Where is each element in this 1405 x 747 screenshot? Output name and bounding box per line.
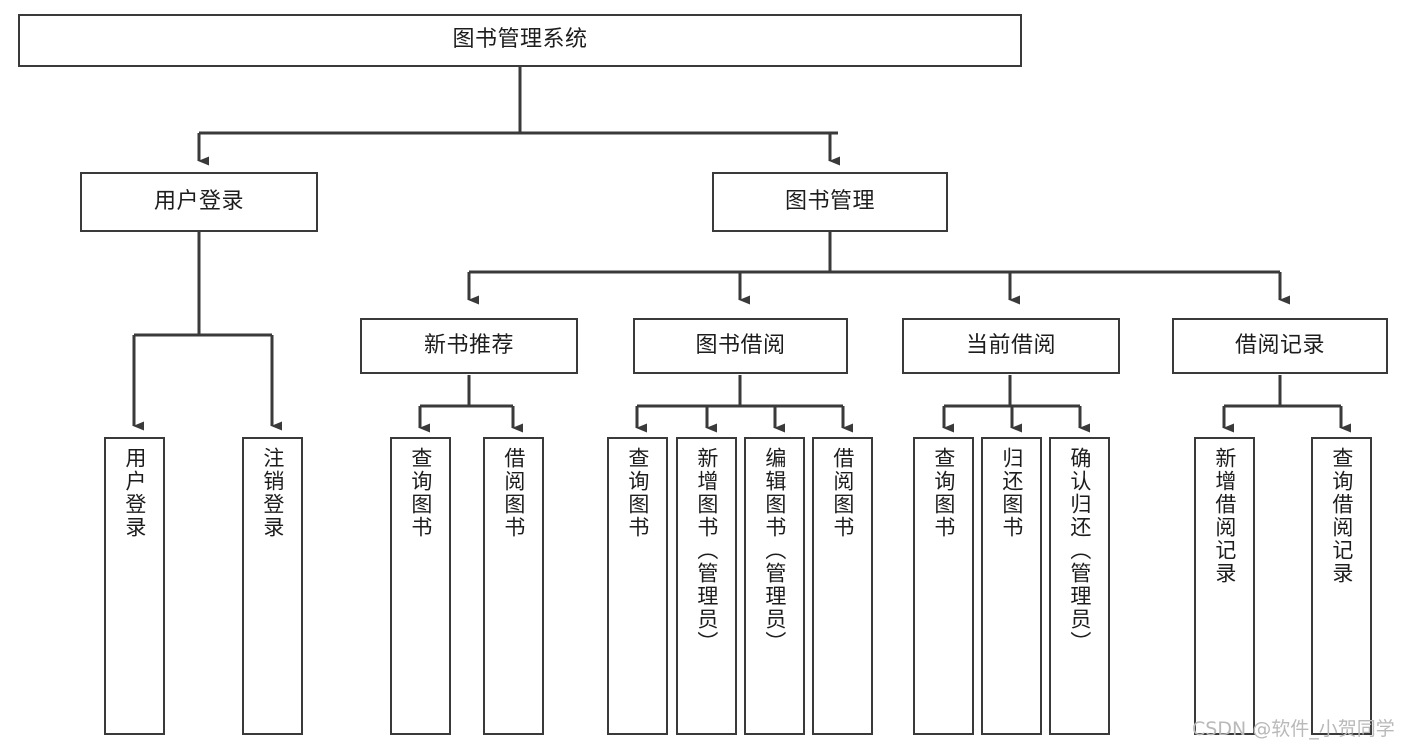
node-label: 当前借阅 [965, 332, 1056, 358]
node-label: 新增借阅记录 [1212, 447, 1237, 585]
node-leaf-add-borrow-record[interactable]: 新增借阅记录 [1194, 437, 1255, 735]
node-label: 查询借阅记录 [1329, 447, 1354, 585]
node-current-borrow[interactable]: 当前借阅 [902, 318, 1120, 374]
node-book-borrow[interactable]: 图书借阅 [633, 318, 848, 374]
node-leaf-borrow-book-recommend[interactable]: 借阅图书 [483, 437, 544, 735]
node-label: 编辑图书（管理员） [762, 447, 787, 654]
node-label: 归还图书 [999, 447, 1024, 539]
node-leaf-search-book-borrow[interactable]: 查询图书 [607, 437, 668, 735]
node-label: 查询图书 [625, 447, 650, 539]
node-leaf-confirm-return-admin[interactable]: 确认归还（管理员） [1049, 437, 1110, 735]
node-leaf-edit-book-admin[interactable]: 编辑图书（管理员） [744, 437, 805, 735]
node-label: 借阅图书 [830, 447, 855, 539]
node-label: 查询图书 [408, 447, 433, 539]
node-leaf-logout[interactable]: 注销登录 [242, 437, 303, 735]
node-label: 借阅图书 [501, 447, 526, 539]
node-new-book-recommend[interactable]: 新书推荐 [360, 318, 578, 374]
node-user-login[interactable]: 用户登录 [80, 172, 318, 232]
node-leaf-add-book-admin[interactable]: 新增图书（管理员） [676, 437, 737, 735]
node-root-book-management-system[interactable]: 图书管理系统 [18, 14, 1022, 67]
node-leaf-borrow-book[interactable]: 借阅图书 [812, 437, 873, 735]
node-leaf-return-book[interactable]: 归还图书 [981, 437, 1042, 735]
node-label: 查询图书 [931, 447, 956, 539]
node-label: 新增图书（管理员） [694, 447, 719, 654]
node-label: 用户登录 [153, 188, 244, 214]
node-label: 图书借阅 [695, 332, 786, 358]
node-leaf-search-borrow-record[interactable]: 查询借阅记录 [1311, 437, 1372, 735]
node-label: 新书推荐 [423, 332, 514, 358]
node-label: 确认归还（管理员） [1067, 447, 1092, 654]
node-leaf-search-book-recommend[interactable]: 查询图书 [390, 437, 451, 735]
node-label: 注销登录 [260, 447, 285, 539]
node-leaf-search-book-current[interactable]: 查询图书 [913, 437, 974, 735]
node-label: 图书管理 [784, 188, 875, 214]
node-leaf-user-login[interactable]: 用户登录 [104, 437, 165, 735]
node-label: 借阅记录 [1234, 332, 1325, 358]
node-book-management[interactable]: 图书管理 [712, 172, 948, 232]
node-borrow-record[interactable]: 借阅记录 [1172, 318, 1388, 374]
node-label: 图书管理系统 [452, 27, 588, 53]
csdn-watermark: CSDN @软件_小贺同学 [1192, 718, 1395, 740]
node-label: 用户登录 [122, 447, 147, 539]
